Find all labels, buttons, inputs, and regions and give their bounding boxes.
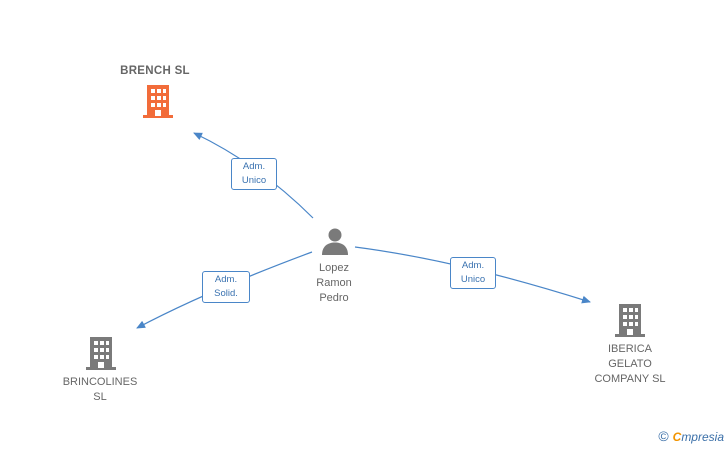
person-icon	[322, 228, 348, 255]
building-icon-iberica[interactable]	[614, 303, 646, 337]
edge-label-iberica: Adm. Unico	[450, 257, 496, 289]
iberica-label: IBERICA GELATO COMPANY SL	[594, 343, 666, 385]
brincolines-label: BRINCOLINES SL	[62, 376, 138, 403]
building-icon-brincolines[interactable]	[85, 336, 117, 370]
building-icon-brench[interactable]	[142, 84, 174, 118]
person-label: Lopez Ramon Pedro	[316, 262, 352, 304]
edge-label-brench: Adm. Unico	[231, 158, 277, 190]
brench-label: BRENCH SL	[120, 65, 190, 77]
edge-label-brincolines: Adm. Solid.	[202, 271, 250, 303]
empresia-logo: ©Cmpresia	[658, 428, 724, 444]
